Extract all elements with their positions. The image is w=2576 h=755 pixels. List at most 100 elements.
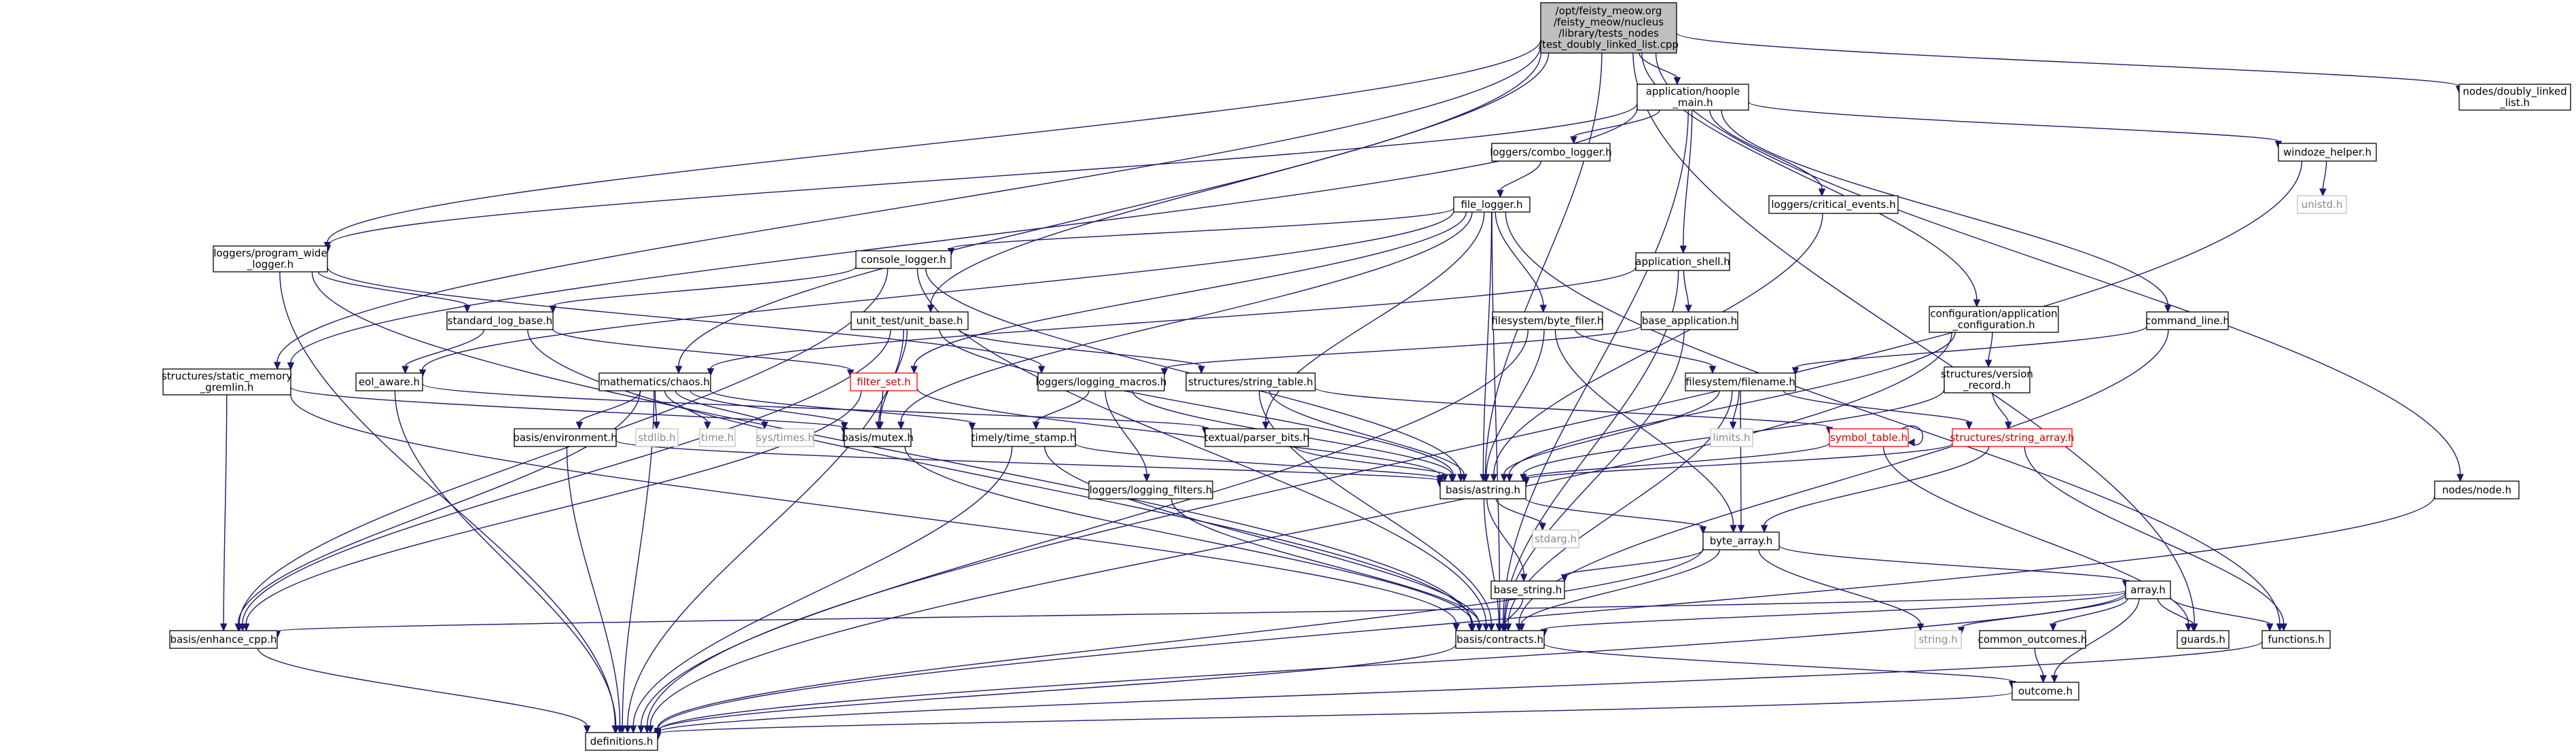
edge-enhance_cpp-to-definitions bbox=[257, 648, 591, 734]
node-parser_bits[interactable]: textual/parser_bits.h bbox=[1204, 428, 1310, 447]
edge-time_stamp-to-astring bbox=[1075, 443, 1444, 487]
edge-hoople_main-to-command_line bbox=[1721, 109, 2172, 313]
node-label: /test_doubly_linked_list.cpp bbox=[1539, 39, 1679, 52]
node-outcome[interactable]: outcome.h bbox=[2011, 682, 2079, 701]
edge-byte_filer-to-definitions bbox=[637, 329, 1529, 734]
node-environment[interactable]: basis/environment.h bbox=[513, 428, 618, 447]
node-hoople_main[interactable]: application/hoople_main.h bbox=[1636, 84, 1749, 111]
edge-hoople_main-to-static_memory_gremlin bbox=[287, 107, 1638, 370]
node-enhance_cpp[interactable]: basis/enhance_cpp.h bbox=[169, 630, 278, 649]
node-mutex[interactable]: basis/mutex.h bbox=[842, 428, 914, 447]
node-stdlib[interactable]: stdlib.h bbox=[635, 428, 679, 447]
node-logging_filters[interactable]: loggers/logging_filters.h bbox=[1088, 480, 1213, 499]
node-chaos[interactable]: mathematics/chaos.h bbox=[598, 372, 711, 391]
node-functions[interactable]: functions.h bbox=[2261, 630, 2331, 649]
node-label: _logger.h bbox=[247, 258, 293, 271]
edge-root-to-astring bbox=[1482, 52, 1603, 482]
node-label: /feisty_meow/nucleus bbox=[1554, 16, 1664, 29]
node-limits[interactable]: limits.h bbox=[1710, 428, 1753, 447]
node-eol_aware[interactable]: eol_aware.h bbox=[355, 372, 423, 391]
node-string_table[interactable]: structures/string_table.h bbox=[1185, 372, 1316, 391]
node-label: _list.h bbox=[2499, 96, 2530, 109]
node-string_array[interactable]: structures/string_array.h bbox=[1950, 428, 2075, 447]
node-stdarg[interactable]: stdarg.h bbox=[1532, 529, 1579, 548]
node-static_memory_gremlin[interactable]: structures/static_memory_gremlin.h bbox=[162, 368, 292, 396]
node-label: loggers/combo_logger.h bbox=[1490, 146, 1612, 159]
node-label: loggers/program_wide bbox=[213, 247, 327, 260]
edge-symbol_table-to-symbol_table bbox=[1901, 425, 1923, 446]
node-byte_array[interactable]: byte_array.h bbox=[1702, 531, 1780, 550]
edge-logging_filters-to-contracts bbox=[1170, 498, 1483, 632]
node-label: base_string.h bbox=[1494, 584, 1562, 597]
node-label: unit_test/unit_base.h bbox=[856, 315, 963, 328]
edge-file_logger-to-console_logger bbox=[947, 207, 1454, 256]
node-application_configuration[interactable]: configuration/application_configuration.… bbox=[1929, 306, 2059, 333]
node-label: loggers/logging_filters.h bbox=[1090, 484, 1213, 497]
edge-hoople_main-to-program_wide_logger bbox=[323, 103, 1638, 253]
node-filename[interactable]: filesystem/filename.h bbox=[1685, 372, 1796, 391]
node-string_h[interactable]: string.h bbox=[1914, 630, 1962, 649]
edge-windoze_helper-to-unistd bbox=[2319, 160, 2327, 197]
node-definitions[interactable]: definitions.h bbox=[585, 732, 658, 751]
edge-combo_logger-to-file_logger bbox=[1497, 160, 1542, 198]
node-label: stdarg.h bbox=[1535, 533, 1577, 545]
node-unit_base[interactable]: unit_test/unit_base.h bbox=[851, 311, 969, 330]
edge-console_logger-to-enhance_cpp bbox=[236, 268, 889, 632]
node-label: structures/static_memory bbox=[162, 370, 292, 383]
node-critical_events[interactable]: loggers/critical_events.h bbox=[1768, 195, 1899, 214]
node-array_h[interactable]: array.h bbox=[2125, 580, 2171, 599]
edge-string_table-to-contracts bbox=[1258, 390, 1495, 632]
node-astring[interactable]: basis/astring.h bbox=[1439, 480, 1526, 499]
node-base_application[interactable]: base_application.h bbox=[1641, 311, 1738, 330]
node-standard_log_base[interactable]: standard_log_base.h bbox=[446, 311, 554, 330]
node-combo_logger[interactable]: loggers/combo_logger.h bbox=[1490, 143, 1612, 162]
edge-unit_base-to-string_table bbox=[958, 329, 1205, 374]
node-label: time.h bbox=[701, 432, 734, 444]
node-sys_times[interactable]: sys/times.h bbox=[756, 428, 815, 447]
edge-hoople_main-to-application_shell bbox=[1679, 109, 1693, 254]
edge-program_wide_logger-to-logging_macros bbox=[327, 267, 1045, 374]
node-windoze_helper[interactable]: windoze_helper.h bbox=[2278, 143, 2377, 162]
edge-root-to-doubly_linked bbox=[1676, 33, 2463, 94]
node-label: limits.h bbox=[1713, 432, 1750, 444]
edge-byte_array-to-base_string bbox=[1560, 549, 1704, 582]
edge-application_shell-to-chaos bbox=[706, 266, 1636, 376]
edge-file_logger-to-contracts bbox=[1491, 211, 1504, 632]
node-label: filesystem/byte_filer.h bbox=[1491, 315, 1603, 328]
node-contracts[interactable]: basis/contracts.h bbox=[1455, 630, 1545, 649]
edge-hoople_main-to-contracts bbox=[1499, 109, 1689, 632]
edge-filename-to-byte_array bbox=[1737, 390, 1745, 533]
edge-chaos-to-environment bbox=[575, 390, 641, 430]
edge-astring-to-contracts bbox=[1483, 498, 1503, 632]
edge-time_stamp-to-definitions bbox=[629, 446, 1013, 734]
node-time_stamp[interactable]: timely/time_stamp.h bbox=[971, 428, 1077, 447]
node-file_logger[interactable]: file_logger.h bbox=[1453, 196, 1531, 213]
node-byte_filer[interactable]: filesystem/byte_filer.h bbox=[1491, 311, 1604, 330]
edge-chaos-to-stdlib bbox=[653, 390, 660, 430]
node-label: unistd.h bbox=[2302, 198, 2343, 211]
node-logging_macros[interactable]: loggers/logging_macros.h bbox=[1036, 372, 1167, 391]
edge-hoople_main-to-critical_events bbox=[1709, 109, 1826, 197]
node-command_line[interactable]: command_line.h bbox=[2145, 311, 2230, 330]
node-common_outcomes[interactable]: common_outcomes.h bbox=[1978, 630, 2088, 649]
node-label: standard_log_base.h bbox=[448, 315, 552, 328]
node-label: mathematics/chaos.h bbox=[600, 376, 710, 388]
node-application_shell[interactable]: application_shell.h bbox=[1635, 252, 1730, 271]
node-console_logger[interactable]: console_logger.h bbox=[855, 250, 952, 269]
node-base_string[interactable]: base_string.h bbox=[1490, 580, 1565, 599]
node-version_record[interactable]: structures/version_record.h bbox=[1941, 366, 2033, 393]
node-label: symbol_table.h bbox=[1830, 432, 1908, 444]
node-time_h[interactable]: time.h bbox=[699, 428, 736, 447]
edge-astring-to-stdarg bbox=[1495, 498, 1546, 531]
node-doubly_linked[interactable]: nodes/doubly_linked_list.h bbox=[2458, 84, 2571, 111]
node-root[interactable]: /opt/feisty_meow.org/feisty_meow/nucleus… bbox=[1539, 2, 1679, 54]
node-node_h[interactable]: nodes/node.h bbox=[2434, 480, 2520, 499]
edge-array_h-to-enhance_cpp bbox=[273, 590, 2126, 639]
node-filter_set[interactable]: filter_set.h bbox=[850, 372, 918, 391]
edge-chaos-to-time_h bbox=[664, 390, 711, 430]
node-symbol_table[interactable]: symbol_table.h bbox=[1829, 428, 1909, 447]
node-guards[interactable]: guards.h bbox=[2177, 630, 2230, 649]
node-unistd[interactable]: unistd.h bbox=[2297, 195, 2347, 214]
node-program_wide_logger[interactable]: loggers/program_wide_logger.h bbox=[213, 245, 328, 273]
